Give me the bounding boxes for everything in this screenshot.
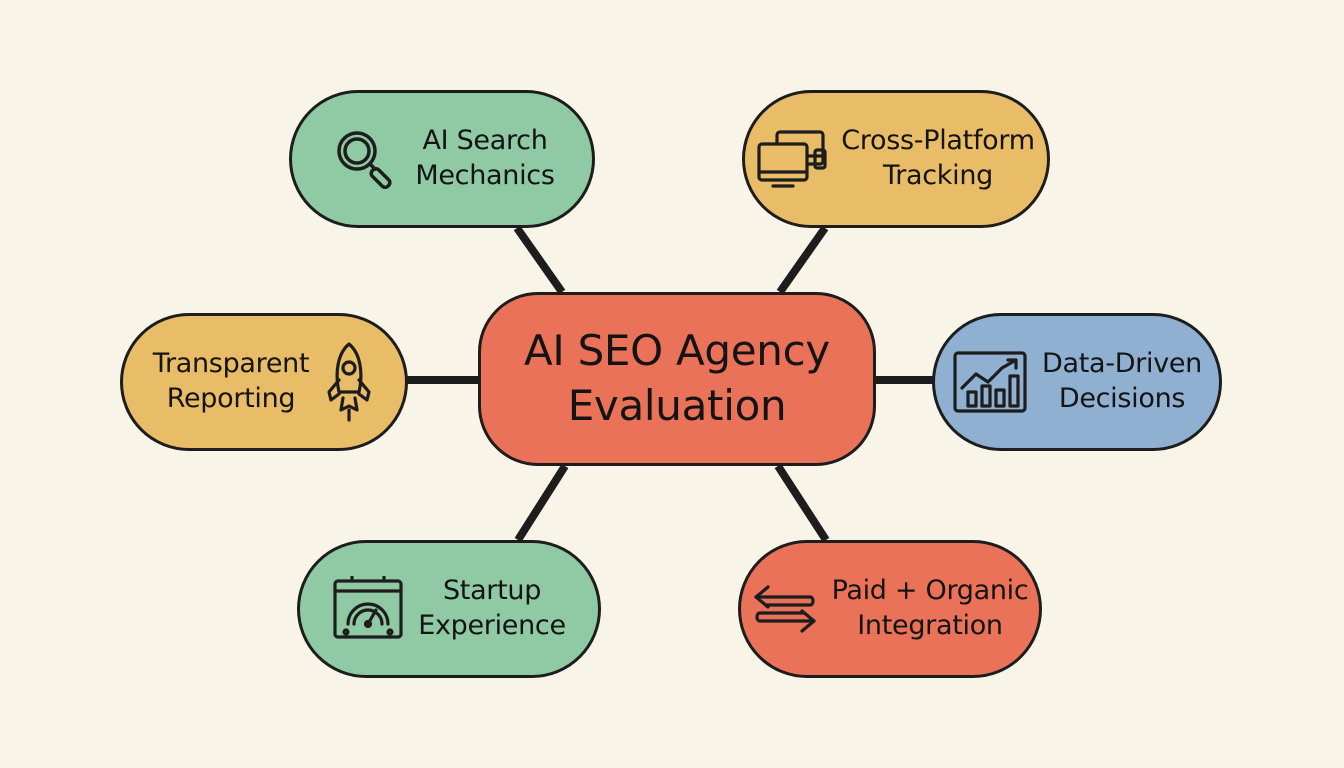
paid-organic-label-line-2: Integration <box>857 610 1003 641</box>
data-driven-label-line-1: Data-Driven <box>1041 348 1202 380</box>
center-label-line-2: Evaluation <box>567 381 787 430</box>
node-transparent-reporting: Transparent Reporting <box>120 313 408 451</box>
startup-label-line-2: Experience <box>418 610 566 641</box>
startup-label-line-1: Startup <box>442 575 542 607</box>
center-label: AI SEO Agency Evaluation <box>524 324 830 433</box>
cross-platform-label-line-2: Tracking <box>882 160 993 191</box>
paid-organic-label-line-1: Paid + Organic <box>831 575 1029 607</box>
devices-icon <box>757 128 827 190</box>
center-node: AI SEO Agency Evaluation <box>478 292 876 466</box>
data-driven-label: Data-Driven Decisions <box>1042 347 1202 416</box>
speedometer-icon <box>332 576 404 642</box>
startup-label: Startup Experience <box>418 574 566 643</box>
connector-ai-search <box>513 225 566 295</box>
cross-platform-label-line-1: Cross-Platform <box>841 125 1035 157</box>
ai-search-label: AI Search Mechanics <box>415 124 555 193</box>
rocket-icon <box>323 340 375 424</box>
node-data-driven-decisions: Data-Driven Decisions <box>932 313 1222 451</box>
paid-organic-label: Paid + Organic Integration <box>832 574 1029 643</box>
node-cross-platform-tracking: Cross-Platform Tracking <box>742 90 1050 228</box>
swap-arrows-icon <box>752 581 818 637</box>
data-driven-label-line-2: Decisions <box>1058 383 1186 414</box>
center-label-line-1: AI SEO Agency <box>524 326 830 376</box>
cross-platform-label: Cross-Platform Tracking <box>841 124 1035 193</box>
transparent-label-line-2: Reporting <box>166 383 296 414</box>
magnifier-icon <box>329 123 401 195</box>
ai-search-label-line-2: Mechanics <box>415 160 555 191</box>
node-ai-search-mechanics: AI Search Mechanics <box>289 90 595 228</box>
connector-cross-platform <box>776 225 829 295</box>
transparent-label: Transparent Reporting <box>153 347 310 416</box>
node-startup-experience: Startup Experience <box>297 540 601 678</box>
transparent-label-line-1: Transparent <box>152 348 310 380</box>
node-paid-organic-integration: Paid + Organic Integration <box>738 540 1042 678</box>
connector-startup <box>514 463 569 543</box>
connector-paid-organic <box>774 463 830 543</box>
bar-chart-icon <box>952 350 1028 414</box>
ai-search-label-line-1: AI Search <box>422 125 548 157</box>
